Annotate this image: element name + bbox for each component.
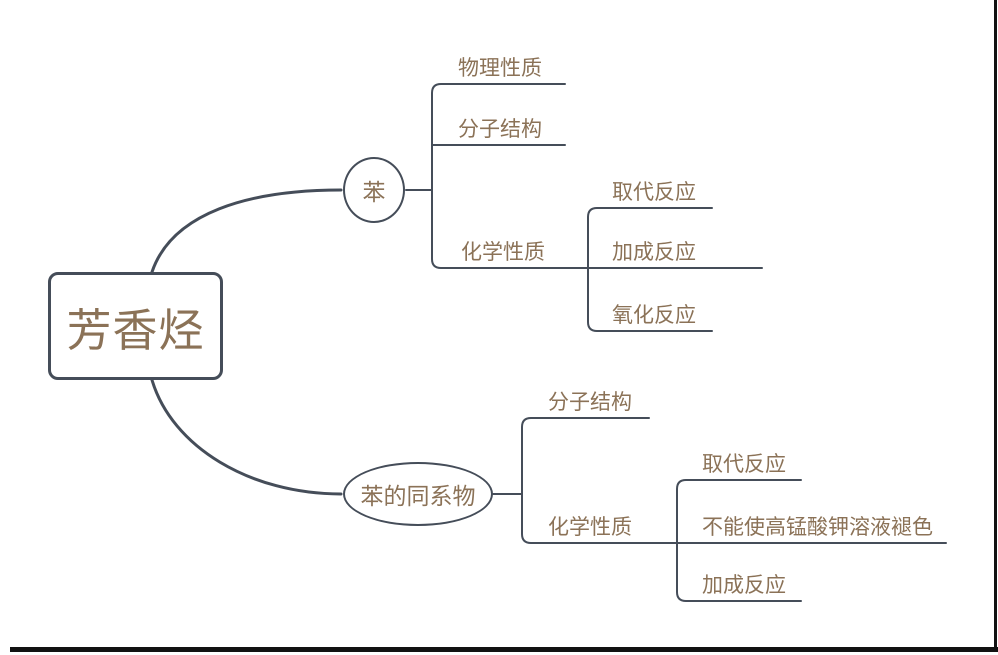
node-oxidation-reaction[interactable]: 氧化反应 (612, 302, 696, 327)
homologs-bracket (521, 417, 947, 544)
node-cannot-decolorize-kmno4[interactable]: 不能使高锰酸钾溶液褪色 (702, 514, 933, 539)
canvas-edge-bottom (10, 647, 998, 652)
node-chemical-properties[interactable]: 化学性质 (461, 239, 545, 264)
node-substitution-reaction-2[interactable]: 取代反应 (702, 451, 786, 476)
node-addition-reaction-2[interactable]: 加成反应 (702, 572, 786, 597)
node-molecular-structure[interactable]: 分子结构 (458, 116, 542, 141)
node-benzene-homologs[interactable]: 苯的同系物 (343, 462, 493, 526)
node-substitution-reaction[interactable]: 取代反应 (612, 179, 696, 204)
curve-root-to-homologs (150, 378, 343, 496)
homologs-chem-bracket (676, 479, 802, 602)
node-benzene[interactable]: 苯 (343, 157, 405, 223)
node-physical-properties[interactable]: 物理性质 (458, 55, 542, 80)
benzene-bracket (431, 83, 763, 269)
node-molecular-structure-2[interactable]: 分子结构 (548, 389, 632, 414)
canvas-edge-right (994, 0, 997, 652)
curve-root-to-benzene (150, 188, 343, 274)
benzene-chem-bracket (587, 207, 713, 332)
node-chemical-properties-2[interactable]: 化学性质 (548, 514, 632, 539)
node-root[interactable]: 芳香烃 (48, 272, 223, 380)
node-addition-reaction[interactable]: 加成反应 (612, 239, 696, 264)
